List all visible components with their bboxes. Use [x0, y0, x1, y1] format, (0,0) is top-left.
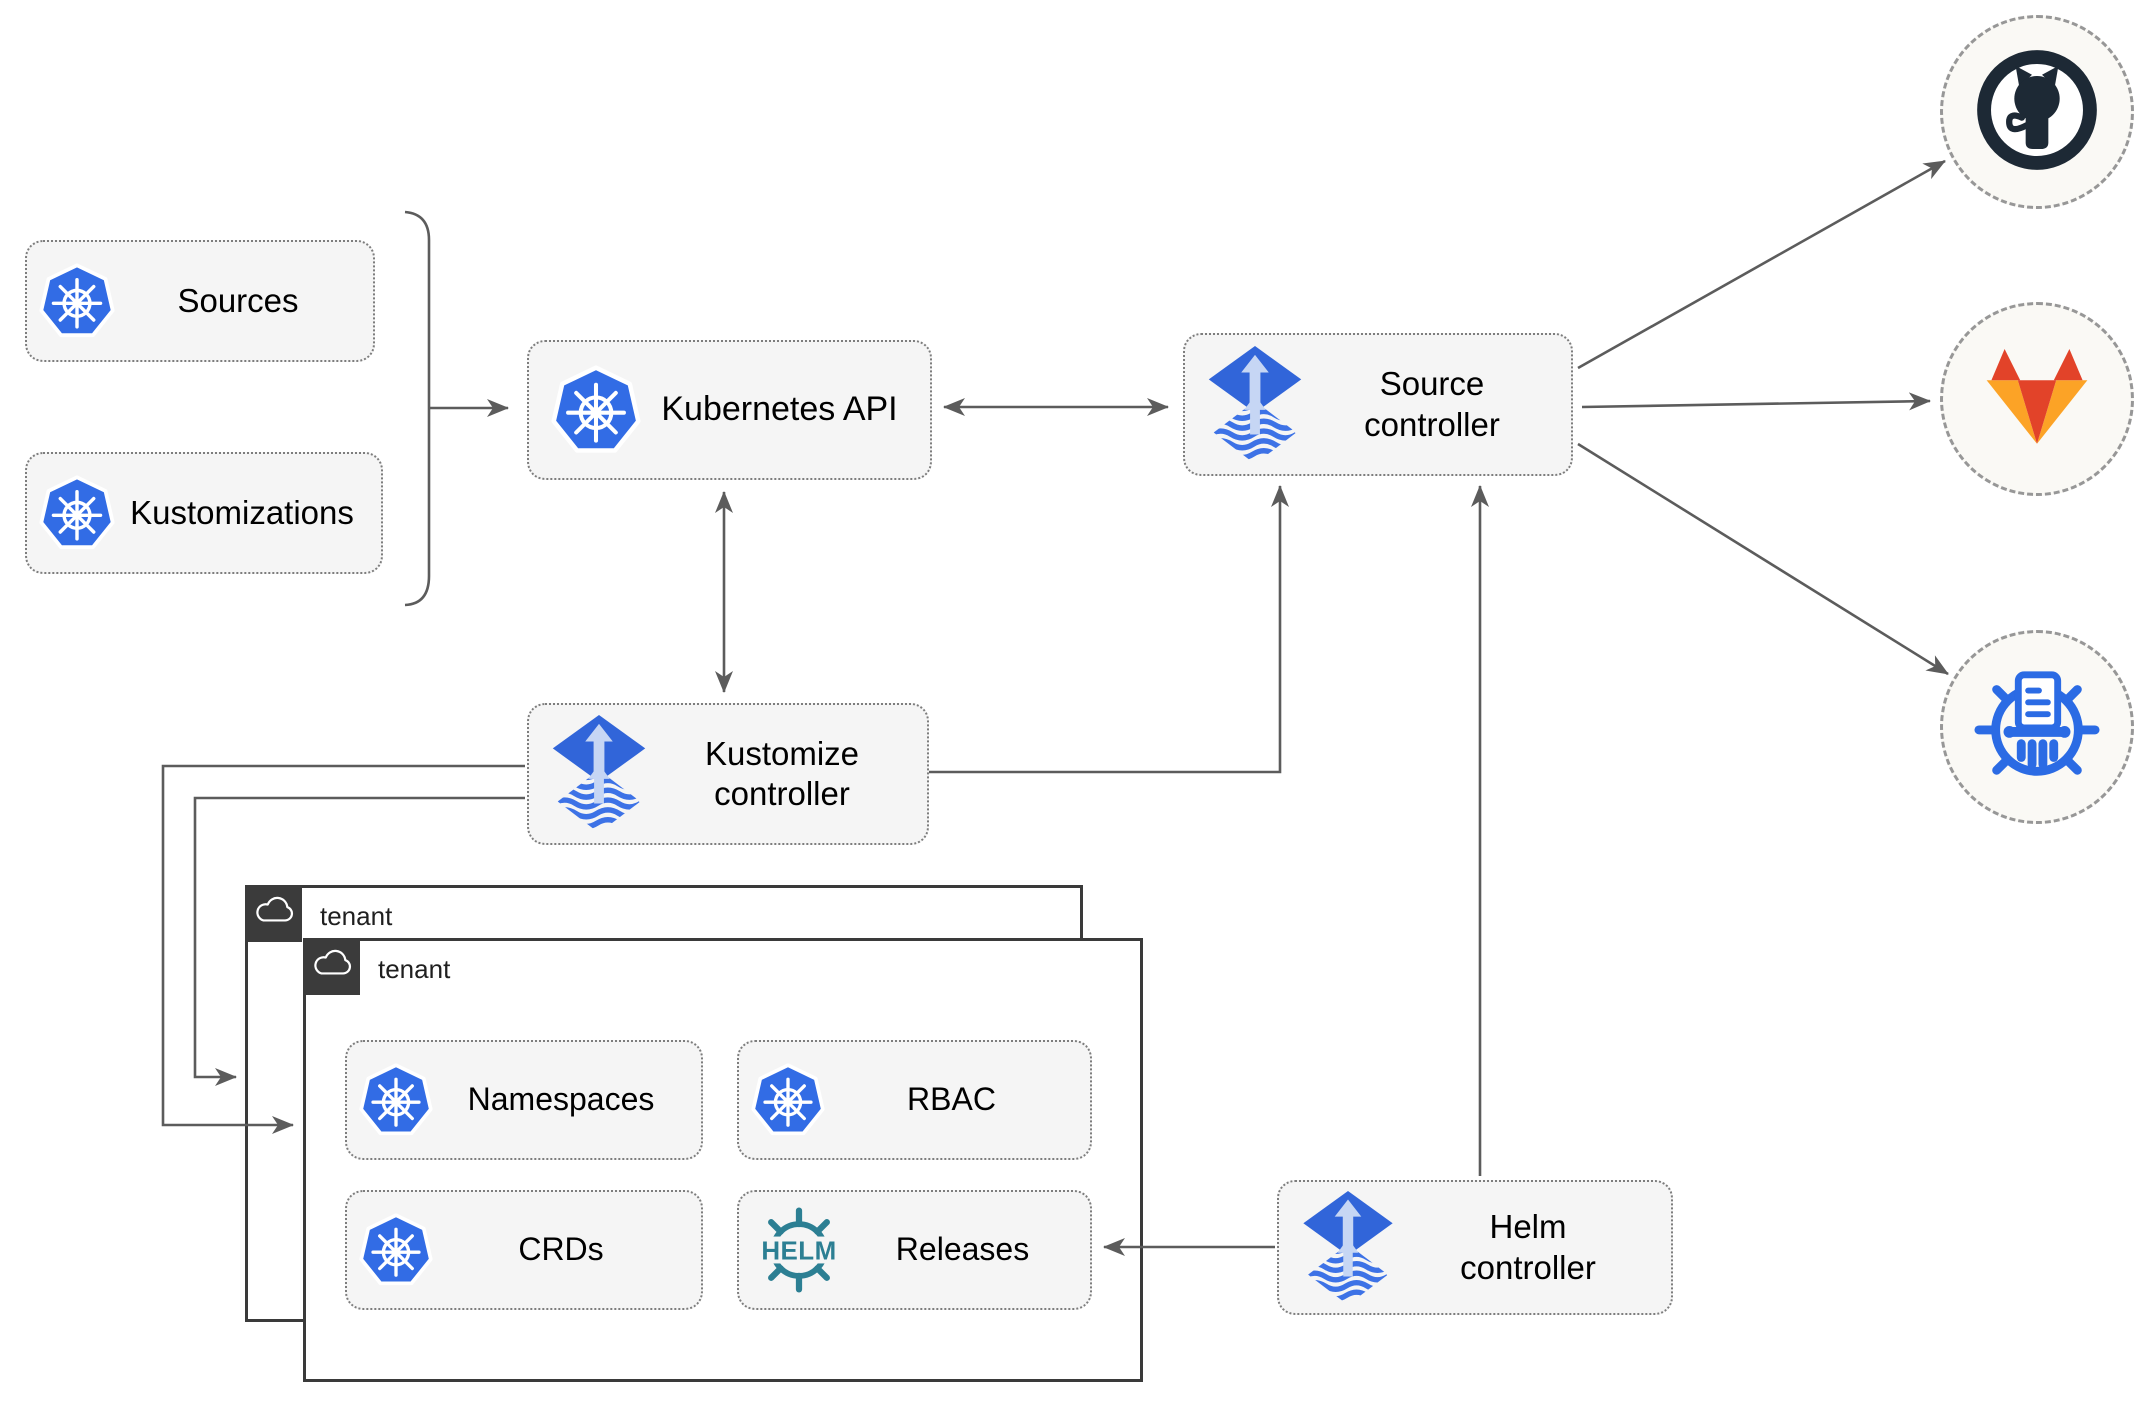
- flux-icon: [1299, 1191, 1397, 1305]
- arrow-source-controller-to-chartmuseum: [1577, 442, 1949, 676]
- crds-label: CRDs: [518, 1231, 604, 1268]
- tenant-outer-label: tenant: [320, 901, 393, 931]
- kubernetes-api-node: Kubernetes API: [527, 340, 932, 480]
- releases-label: Releases: [895, 1231, 1030, 1268]
- gitlab-source: [1940, 302, 2134, 496]
- flux-icon: [1205, 346, 1305, 464]
- kubernetes-api-label: Kubernetes API: [661, 390, 898, 429]
- gitlab-tanuki-icon: [1977, 343, 2097, 456]
- chartmuseum-source: [1940, 630, 2134, 824]
- arrow-source-controller-to-gitlab: [1581, 392, 1931, 411]
- namespaces-label: Namespaces: [467, 1081, 655, 1118]
- github-source: [1940, 15, 2134, 209]
- rbac-label: RBAC: [907, 1081, 996, 1118]
- arrow-kustomize-controller-to-source-controller: [929, 485, 1289, 774]
- namespaces-node: Namespaces: [345, 1040, 703, 1160]
- github-octocat-icon: [1974, 47, 2100, 178]
- flux-icon: [549, 715, 649, 833]
- source-controller-node: Source controller: [1183, 333, 1573, 476]
- kustomizations-label: Kustomizations: [130, 493, 354, 531]
- kubernetes-wheel-icon: [359, 1213, 433, 1287]
- cloud-icon: [303, 938, 360, 995]
- helm-controller-label: Helm controller: [1460, 1208, 1596, 1286]
- arrow-source-controller-to-github: [1577, 159, 1946, 370]
- kustomize-controller-label: Kustomize controller: [704, 734, 860, 812]
- sources-label: Sources: [177, 281, 299, 319]
- kubernetes-wheel-icon: [359, 1063, 433, 1137]
- chartmuseum-registry-icon: [1973, 661, 2101, 794]
- kubernetes-wheel-icon: [39, 475, 115, 551]
- source-controller-label: Source controller: [1364, 365, 1500, 443]
- kustomize-controller-node: Kustomize controller: [527, 703, 929, 845]
- helm-controller-node: Helm controller: [1277, 1180, 1673, 1315]
- tenant-group-inner: tenant: [303, 938, 1143, 1382]
- cloud-icon: [245, 885, 302, 942]
- kubernetes-wheel-icon: [751, 1063, 825, 1137]
- crds-node: CRDs: [345, 1190, 703, 1310]
- sources-node: Sources: [25, 240, 375, 362]
- kustomizations-node: Kustomizations: [25, 452, 383, 574]
- releases-node: Releases: [737, 1190, 1092, 1310]
- tenant-inner-label: tenant: [378, 954, 451, 984]
- bracket-sources-kustomizations: [404, 210, 431, 607]
- rbac-node: RBAC: [737, 1040, 1092, 1160]
- kubernetes-wheel-icon: [551, 365, 641, 455]
- kubernetes-wheel-icon: [39, 263, 115, 339]
- helm-wheel-icon: [751, 1202, 847, 1298]
